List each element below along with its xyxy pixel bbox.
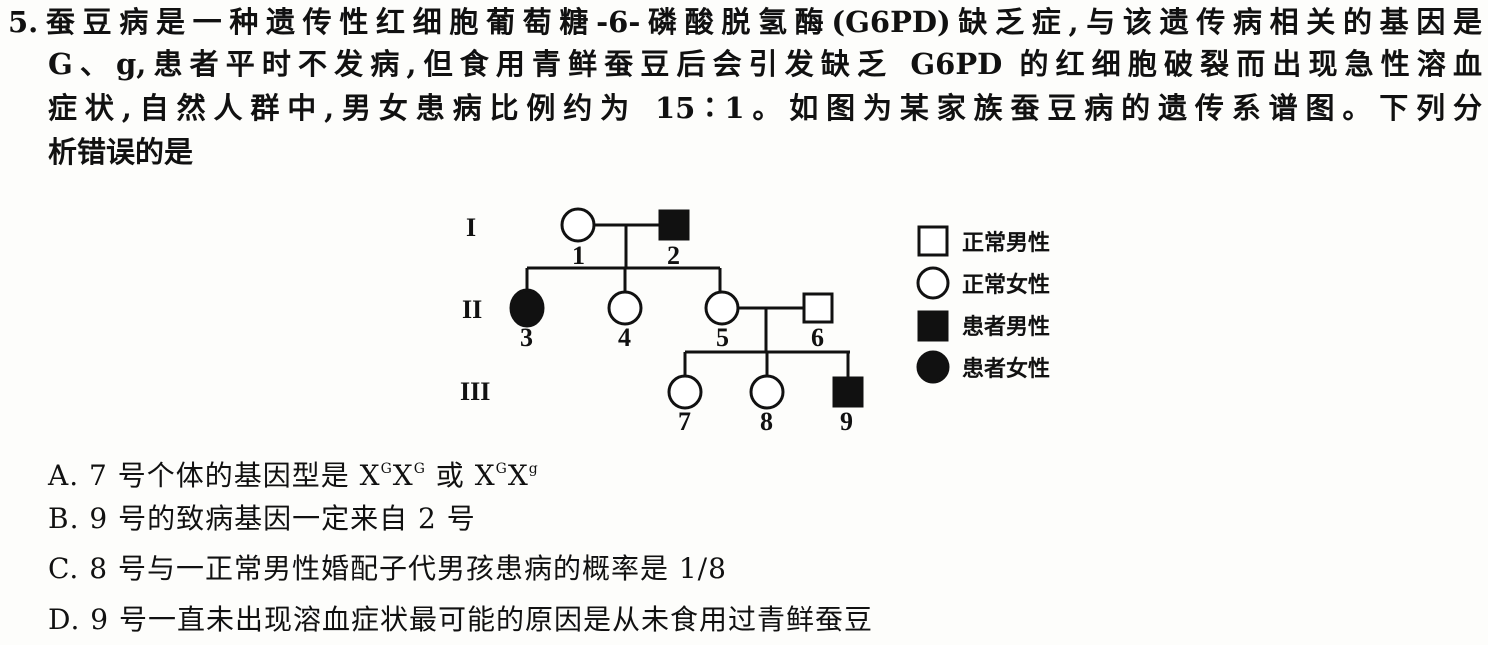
- individual-9: [832, 376, 864, 408]
- legend-label: 患者男性: [962, 314, 1050, 340]
- question-line-4: 析错误的是: [48, 135, 194, 169]
- legend-normal-male-icon: [917, 225, 949, 257]
- allele: X: [474, 459, 496, 492]
- legend-affected-male-icon: [917, 310, 949, 342]
- option-b: B. 9 号的致病基因一定来自 2 号: [48, 502, 476, 535]
- allele: X: [507, 459, 529, 492]
- option-c: C. 8 号与一正常男性婚配子代男孩患病的概率是 1/8: [48, 552, 727, 585]
- individual-label: 4: [618, 323, 631, 352]
- individual-label: 1: [572, 241, 585, 270]
- generation-label: I: [466, 213, 476, 242]
- individual-5: [704, 290, 740, 326]
- individual-label: 7: [678, 407, 691, 436]
- individual-4: [607, 290, 643, 326]
- generation-label: II: [462, 295, 482, 324]
- allele: X: [359, 459, 381, 492]
- individual-1: [560, 207, 596, 243]
- allele-sup: g: [528, 461, 539, 477]
- option-a-or: 或: [425, 459, 475, 492]
- pedigree-lines: [525, 223, 850, 378]
- allele-sup: G: [413, 461, 426, 477]
- individual-8: [749, 374, 785, 410]
- individual-3: [509, 288, 545, 328]
- question-line-2: G、g,患者平时不发病,但食用青鲜蚕豆后会引发缺乏 G6PD 的红细胞破裂而出现…: [48, 47, 1482, 81]
- allele-sup: G: [380, 461, 393, 477]
- legend-label: 正常女性: [962, 272, 1050, 298]
- individual-7: [667, 374, 703, 410]
- individual-label: 3: [520, 323, 533, 352]
- legend-normal-female-icon: [916, 266, 950, 300]
- option-a: A. 7 号个体的基因型是 XGXG 或 XGXg: [48, 452, 539, 493]
- legend-label: 正常男性: [962, 230, 1050, 256]
- allele-sup: G: [495, 461, 508, 477]
- option-a-text: A. 7 号个体的基因型是: [48, 459, 360, 492]
- individual-label: 9: [840, 407, 853, 436]
- question-line-1: 5.蚕豆病是一种遗传性红细胞葡萄糖-6-磷酸脱氢酶(G6PD)缺乏症,与该遗传病…: [8, 5, 1482, 39]
- individual-label: 5: [716, 323, 729, 352]
- individual-label: 6: [811, 323, 824, 352]
- individual-2: [658, 209, 690, 241]
- legend-affected-female-icon: [916, 350, 950, 384]
- question-line-3: 症状,自然人群中,男女患病比例约为 15∶1。如图为某家族蚕豆病的遗传系谱图。下…: [48, 91, 1482, 125]
- allele: X: [392, 459, 414, 492]
- generation-label: III: [460, 377, 490, 406]
- legend-label: 患者女性: [962, 356, 1050, 382]
- option-d: D. 9 号一直未出现溶血症状最可能的原因是从未食用过青鲜蚕豆: [48, 603, 873, 636]
- individual-6: [802, 292, 834, 324]
- individual-label: 8: [760, 407, 773, 436]
- individual-label: 2: [667, 241, 680, 270]
